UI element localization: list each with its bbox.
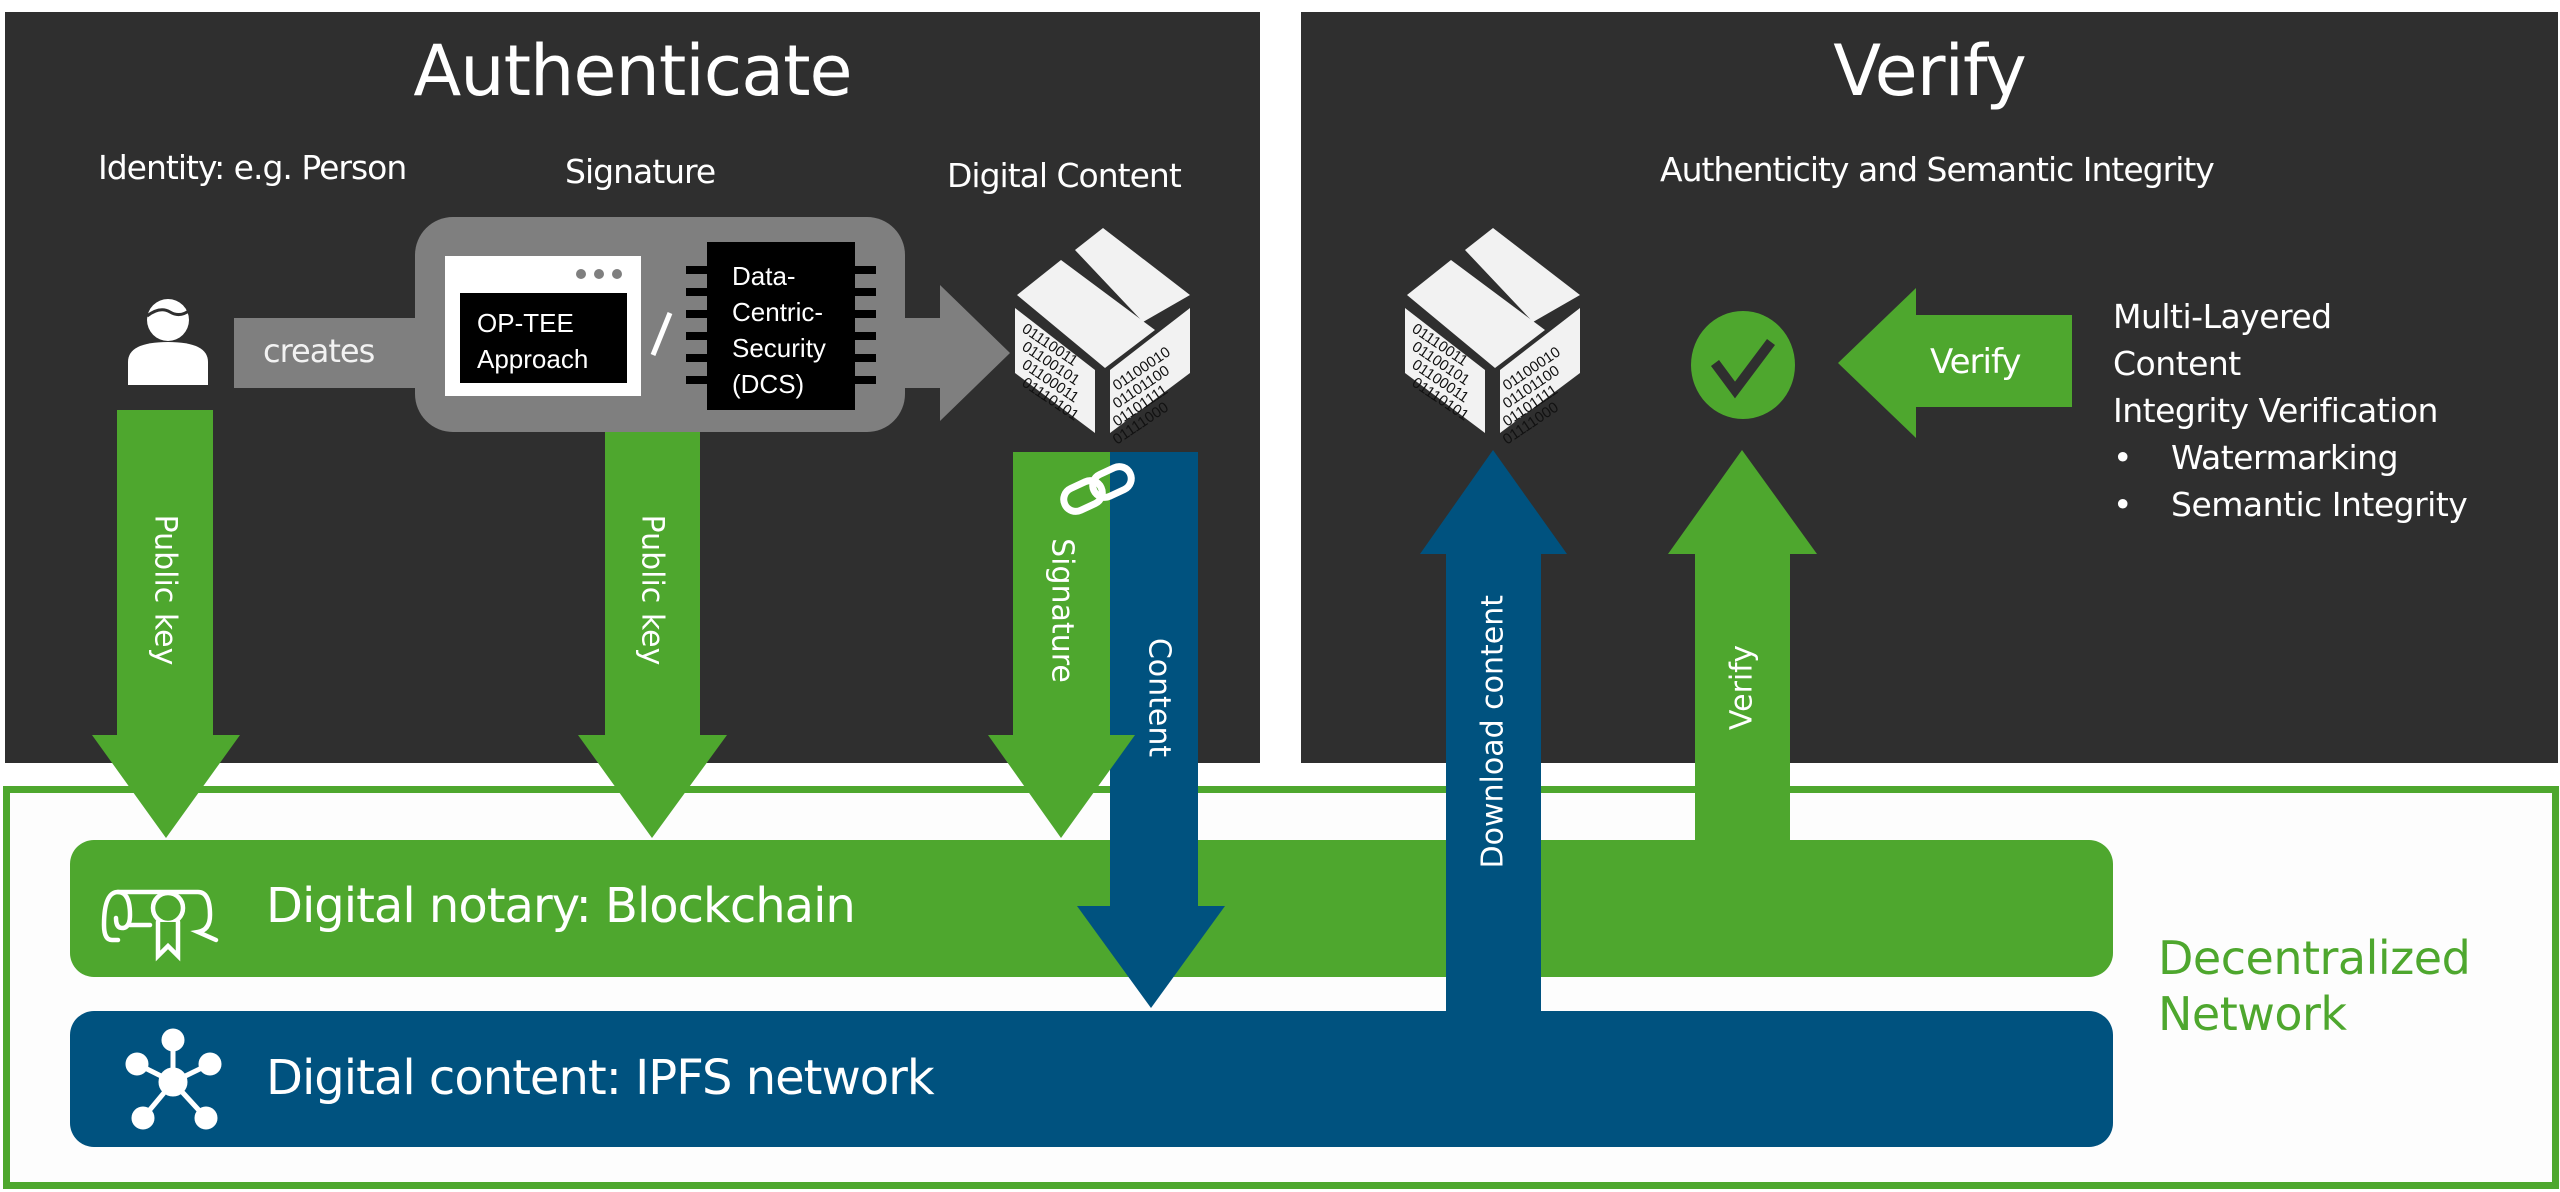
dcs-line: Centric- xyxy=(732,297,824,327)
network-nodes-icon xyxy=(125,1028,222,1130)
creates-label: creates xyxy=(263,332,375,370)
certificate-icon xyxy=(101,889,219,962)
bullet-icon: • xyxy=(2113,438,2132,477)
dcs-line: Security xyxy=(732,333,826,363)
verify-title: Verify xyxy=(1833,30,2027,112)
verify-up-label: Verify xyxy=(1724,644,1760,731)
cube-left-face xyxy=(1015,308,1095,433)
cube-top-flap xyxy=(1075,228,1190,322)
description-line: Integrity Verification xyxy=(2113,391,2438,430)
op-tee-window-icon xyxy=(445,256,641,396)
ipfs-label: Digital content: IPFS network xyxy=(266,1050,935,1106)
signature-label: Signature xyxy=(565,152,716,191)
slash-separator xyxy=(650,312,673,356)
bullet-item: • Watermarking xyxy=(2113,434,2467,481)
op-tee-line-1: OP-TEE xyxy=(477,308,574,338)
verify-content-cube-icon: 0111001101100101011000110111010101100010… xyxy=(1405,228,1580,448)
cube-top-flap xyxy=(1407,260,1545,368)
download-content-label: Download content xyxy=(1475,594,1511,869)
bullet-text: Semantic Integrity xyxy=(2171,485,2468,524)
verify-subtitle: Authenticity and Semantic Integrity xyxy=(1660,150,2215,189)
cube-top-flap xyxy=(1465,228,1580,322)
digital-content-label: Digital Content xyxy=(947,156,1182,195)
download-content-arrow xyxy=(1420,450,1567,1013)
cube-right-face xyxy=(1500,308,1580,433)
bullet-icon: • xyxy=(2113,485,2132,524)
verify-up-arrow xyxy=(1668,450,1817,843)
description-line: Content xyxy=(2113,344,2241,383)
chain-link-icon xyxy=(1060,463,1135,515)
verify-arrow-label: Verify xyxy=(1930,342,2021,382)
network-label-line-2: Network xyxy=(2158,987,2347,1041)
ipfs-bar xyxy=(70,1011,2113,1147)
content-arrow-label: Content xyxy=(1141,637,1177,758)
op-tee-label: OP-TEE Approach xyxy=(477,305,588,377)
verification-description: Multi-Layered Content Integrity Verifica… xyxy=(2113,293,2468,528)
public-key-arrow-2 xyxy=(578,432,727,838)
identity-label: Identity: e.g. Person xyxy=(98,148,407,187)
network-label-line-1: Decentralized xyxy=(2158,931,2471,985)
description-line: Multi-Layered xyxy=(2113,297,2332,336)
verify-left-arrow xyxy=(1838,288,2072,438)
bullet-item: • Semantic Integrity xyxy=(2113,481,2468,528)
op-tee-line-2: Approach xyxy=(477,344,589,374)
cube-top-flap xyxy=(1017,260,1155,368)
person-icon xyxy=(128,299,208,385)
bullet-text: Watermarking xyxy=(2171,438,2399,477)
decentralized-network-label: Decentralized Network xyxy=(2158,930,2471,1042)
chip-icon xyxy=(686,242,876,410)
dcs-label: Data- Centric- Security (DCS) xyxy=(732,258,826,402)
public-key-arrow-1 xyxy=(92,410,240,838)
cube-left-face xyxy=(1405,308,1485,433)
blockchain-label: Digital notary: Blockchain xyxy=(266,878,856,934)
content-arrow xyxy=(1077,452,1225,1008)
signature-arrow-label: Signature xyxy=(1044,538,1080,683)
cube-right-face xyxy=(1110,308,1190,433)
dcs-line: (DCS) xyxy=(732,369,805,399)
authenticate-title: Authenticate xyxy=(413,30,852,112)
check-circle-icon xyxy=(1691,311,1795,419)
public-key-label-2: Public key xyxy=(634,514,670,666)
public-key-label-1: Public key xyxy=(147,514,183,666)
dcs-line: Data- xyxy=(732,261,796,291)
digital-content-cube-icon: 0111001101100101011000110111010101100010… xyxy=(1015,228,1190,448)
